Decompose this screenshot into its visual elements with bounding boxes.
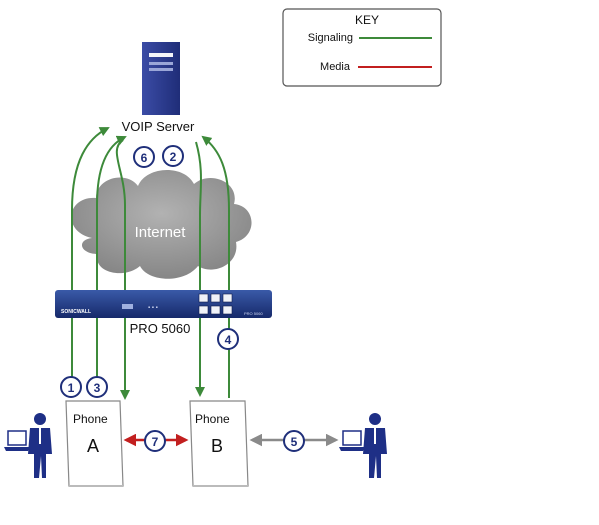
step-badge-7: 7 <box>144 430 166 452</box>
step-badge-3: 3 <box>86 376 108 398</box>
key-legend: KEY Signaling Media <box>282 8 442 87</box>
svg-text:6: 6 <box>141 151 148 165</box>
signaling-arrows <box>71 127 230 400</box>
key-title: KEY <box>355 13 379 27</box>
cloud-label: Internet <box>135 224 187 241</box>
svg-text:2: 2 <box>170 150 177 164</box>
svg-text:1: 1 <box>68 381 75 395</box>
svg-text:5: 5 <box>291 435 298 449</box>
step-badge-5: 5 <box>283 430 305 452</box>
svg-text:3: 3 <box>94 381 101 395</box>
firewall-label: PRO 5060 <box>130 321 191 336</box>
user-right-icon <box>339 413 387 478</box>
firewall-appliance: SONICWALL ▪ ▪ ▪ PRO 5060 <box>55 290 272 318</box>
phone-b: Phone B <box>189 400 249 487</box>
step-badge-4: 4 <box>217 328 239 350</box>
signal-path-6 <box>115 139 130 400</box>
phone-a: Phone A <box>65 400 124 487</box>
signal-path-2 <box>195 141 205 397</box>
step-badges: 1 2 3 4 5 6 7 <box>60 145 305 452</box>
server-label: VOIP Server <box>122 119 195 134</box>
firewall-brand: SONICWALL <box>61 309 91 315</box>
step-badge-1: 1 <box>60 376 82 398</box>
signal-path-1 <box>71 127 110 378</box>
signal-path-4 <box>201 135 230 398</box>
phone-a-letter: A <box>87 436 99 456</box>
svg-text:4: 4 <box>225 333 232 347</box>
phone-b-title: Phone <box>195 412 230 426</box>
phone-b-letter: B <box>211 436 223 456</box>
internet-cloud <box>71 169 252 279</box>
firewall-model-small: PRO 5060 <box>244 311 263 316</box>
svg-text:7: 7 <box>152 435 159 449</box>
user-left-icon <box>4 413 52 478</box>
signal-path-3 <box>96 135 127 378</box>
key-signaling-label: Signaling <box>308 32 353 44</box>
svg-text:▪ ▪ ▪: ▪ ▪ ▪ <box>148 305 158 311</box>
key-media-label: Media <box>320 61 351 73</box>
phone-a-title: Phone <box>73 412 108 426</box>
firewall-ports <box>198 293 233 315</box>
server-icon <box>142 42 180 115</box>
step-badge-6: 6 <box>133 146 155 168</box>
step-badge-2: 2 <box>162 145 184 167</box>
